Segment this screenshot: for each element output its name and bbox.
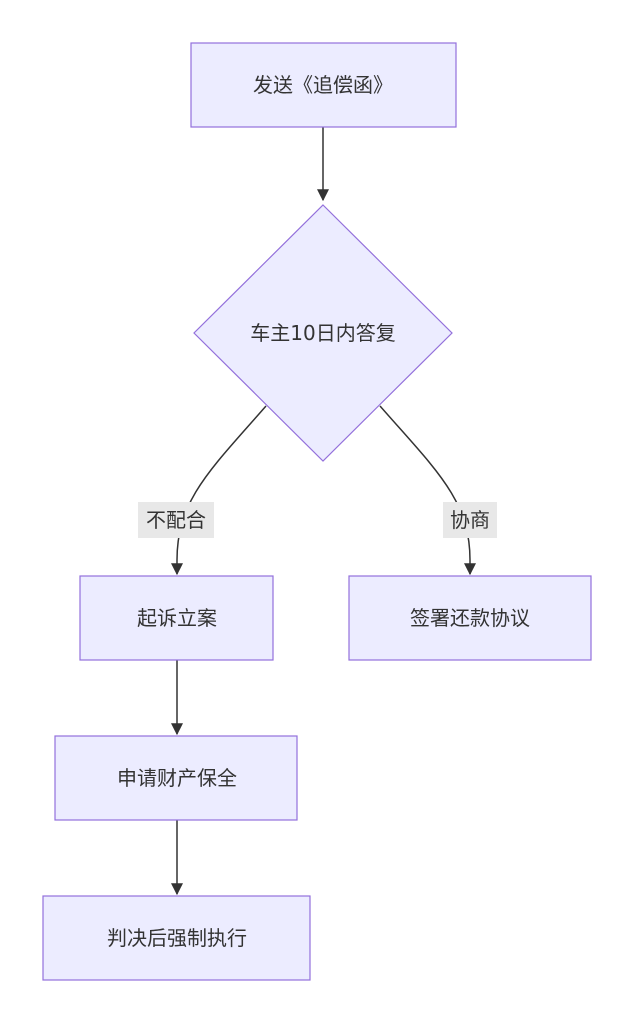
edge-label-not-cooperate: 不配合 xyxy=(138,502,214,538)
svg-text:发送《追偿函》: 发送《追偿函》 xyxy=(253,73,393,97)
svg-text:签署还款协议: 签署还款协议 xyxy=(410,606,530,630)
svg-text:不配合: 不配合 xyxy=(146,508,206,532)
node-apply-preservation: 申请财产保全 xyxy=(54,735,298,821)
svg-text:车主10日内答复: 车主10日内答复 xyxy=(250,321,395,345)
edge-label-negotiate: 协商 xyxy=(443,502,497,538)
edge-reply-to-agreement xyxy=(379,405,476,576)
svg-text:协商: 协商 xyxy=(450,508,490,532)
node-enforce: 判决后强制执行 xyxy=(42,895,311,981)
node-sign-agreement: 签署还款协议 xyxy=(348,575,592,661)
svg-text:判决后强制执行: 判决后强制执行 xyxy=(107,926,247,950)
svg-text:申请财产保全: 申请财产保全 xyxy=(117,766,237,790)
edge-reply-to-lawsuit xyxy=(171,405,267,576)
node-send-letter: 发送《追偿函》 xyxy=(190,42,457,128)
node-file-lawsuit: 起诉立案 xyxy=(79,575,274,661)
svg-text:起诉立案: 起诉立案 xyxy=(137,606,217,630)
node-owner-reply: 车主10日内答复 xyxy=(193,204,453,462)
